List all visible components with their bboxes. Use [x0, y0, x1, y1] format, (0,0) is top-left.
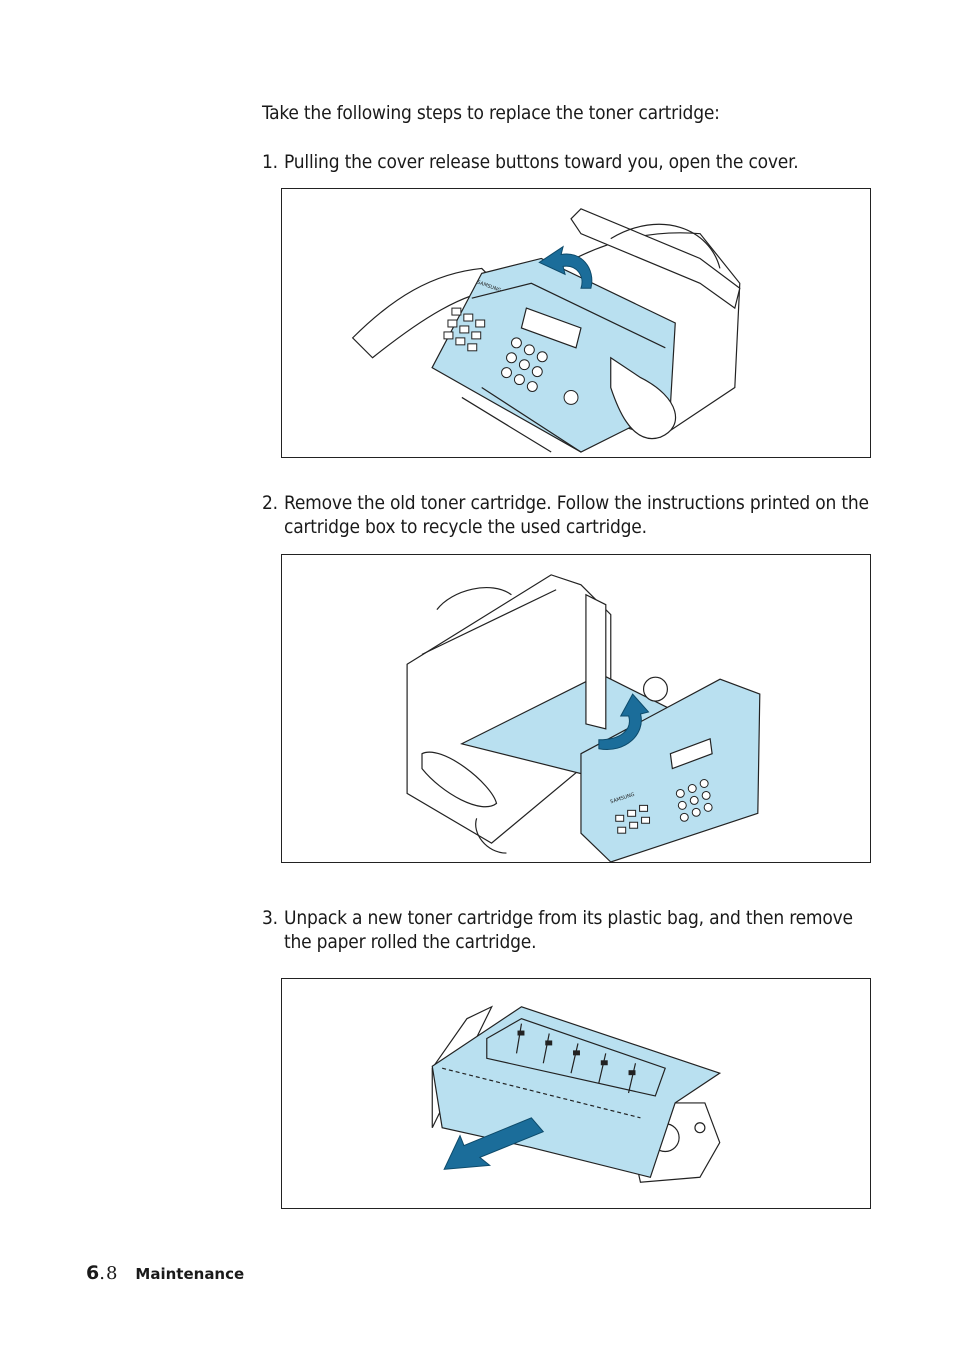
step-number: 1. — [262, 151, 278, 173]
section-title: Maintenance — [135, 1265, 245, 1283]
page-number: 8 — [105, 1263, 118, 1284]
step-number: 3. — [262, 907, 278, 929]
step-1: 1. Pulling the cover release buttons towa… — [262, 150, 799, 174]
figure-unpack-cartridge — [281, 978, 871, 1209]
step-text-continued: cartridge box to recycle the used cartri… — [284, 516, 647, 538]
step-text-continued: the paper rolled the cartridge. — [284, 931, 537, 953]
chapter-number: 6 — [86, 1262, 100, 1284]
intro-text: Take the following steps to replace the … — [262, 102, 720, 124]
figure-open-cover: SAMSUNG — [281, 188, 871, 458]
step-text: Remove the old toner cartridge. Follow t… — [284, 492, 869, 514]
page-footer: 6.8 Maintenance — [86, 1262, 244, 1284]
step-2: 2. Remove the old toner cartridge. Follow… — [262, 491, 869, 539]
remove-cartridge-illustration: SAMSUNG — [406, 574, 761, 862]
fax-open-cover-illustration: SAMSUNG — [351, 208, 741, 453]
figure-remove-cartridge: SAMSUNG — [281, 554, 871, 863]
curved-arrow-icon — [538, 245, 593, 289]
step-text: Pulling the cover release buttons toward… — [284, 151, 799, 173]
pull-arrow-icon — [443, 1117, 545, 1170]
curved-arrow-icon — [598, 693, 650, 751]
step-3: 3. Unpack a new toner cartridge from its … — [262, 906, 853, 954]
step-number: 2. — [262, 492, 278, 514]
step-text: Unpack a new toner cartridge from its pl… — [284, 907, 853, 929]
unpack-cartridge-illustration — [431, 1005, 722, 1183]
page-separator: . — [99, 1263, 105, 1284]
